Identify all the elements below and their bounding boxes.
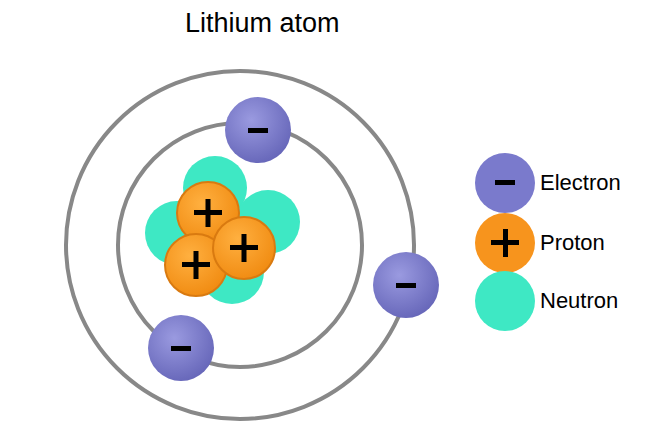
diagram-title: Lithium atom xyxy=(185,8,340,39)
symbol-bar xyxy=(503,229,508,257)
legend-swatch xyxy=(475,213,535,273)
legend-swatch xyxy=(475,271,535,331)
legend-label: Neutron xyxy=(540,288,618,314)
electrons xyxy=(148,97,439,381)
legend-label: Electron xyxy=(540,170,621,196)
legend-swatch xyxy=(475,153,535,213)
symbol-bar xyxy=(495,180,515,185)
outer-shell xyxy=(66,71,414,419)
legend-label: Proton xyxy=(540,230,605,256)
nucleus xyxy=(145,156,300,304)
